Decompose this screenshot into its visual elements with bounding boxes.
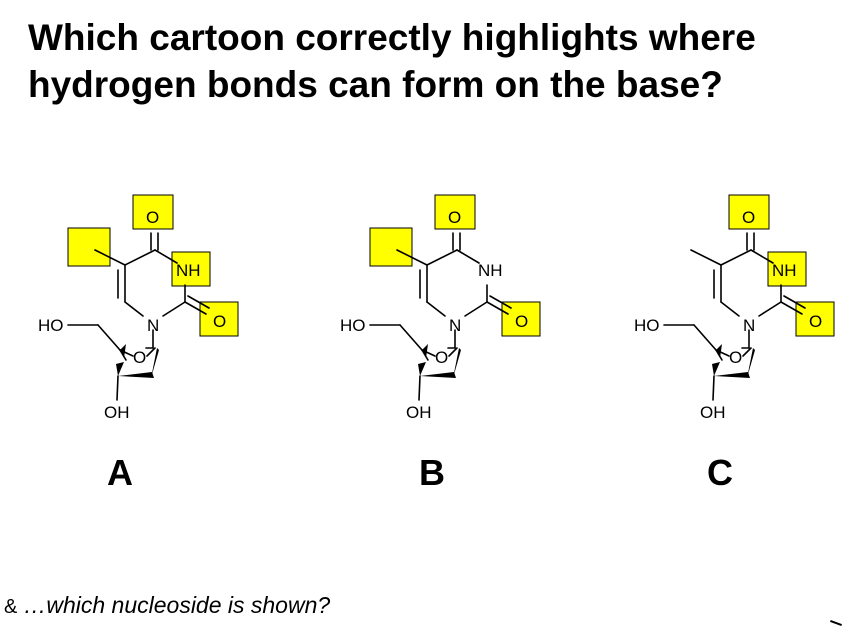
highlight-o-right xyxy=(795,301,835,337)
atom-o-right: O xyxy=(809,312,822,331)
skeleton-bonds xyxy=(67,232,210,401)
highlight-nh xyxy=(171,251,211,287)
atom-n: N xyxy=(743,316,755,335)
sugar-ring xyxy=(116,344,159,378)
skeleton-bonds xyxy=(369,232,512,401)
question-title: Which cartoon correctly highlights where… xyxy=(28,14,838,108)
molecule-option-b[interactable]: O NH N O O HO OH xyxy=(322,190,542,430)
atom-o-right: O xyxy=(515,312,528,331)
highlight-group xyxy=(67,194,239,337)
skeleton-bonds xyxy=(663,232,806,401)
atom-o-top: O xyxy=(146,208,159,227)
atom-nh: NH xyxy=(478,261,503,280)
molecule-option-a[interactable]: O NH N O O HO OH xyxy=(20,190,240,430)
atom-nh: NH xyxy=(176,261,201,280)
atom-oh: OH xyxy=(406,403,432,422)
atom-o-top: O xyxy=(448,208,461,227)
highlight-o-top xyxy=(132,194,174,230)
molecule-option-c[interactable]: O NH N O O HO OH xyxy=(616,190,836,430)
highlight-o-right xyxy=(501,301,541,337)
atom-n: N xyxy=(449,316,461,335)
atom-o-ring: O xyxy=(133,348,146,367)
atom-o-top: O xyxy=(742,208,755,227)
highlight-group xyxy=(728,194,835,337)
option-label-b[interactable]: B xyxy=(419,452,445,493)
atom-o-right: O xyxy=(213,312,226,331)
atom-ho: HO xyxy=(634,316,660,335)
atom-nh: NH xyxy=(772,261,797,280)
atom-ho: HO xyxy=(340,316,366,335)
highlight-o-top xyxy=(434,194,476,230)
atom-ho: HO xyxy=(38,316,64,335)
corner-mark xyxy=(830,620,842,626)
highlight-group xyxy=(369,194,541,337)
highlight-o-top xyxy=(728,194,770,230)
atom-o-ring: O xyxy=(729,348,742,367)
highlight-nh xyxy=(767,251,807,287)
question-line-1: Which cartoon correctly highlights where xyxy=(28,17,756,58)
atom-oh: OH xyxy=(700,403,726,422)
atom-o-ring: O xyxy=(435,348,448,367)
atom-oh: OH xyxy=(104,403,130,422)
option-label-a[interactable]: A xyxy=(107,452,133,493)
highlight-o-right xyxy=(199,301,239,337)
footer-prompt: &…which nucleoside is shown? xyxy=(4,592,330,619)
sugar-ring xyxy=(418,344,461,378)
highlight-methyl xyxy=(67,227,111,267)
sugar-ring xyxy=(712,344,755,378)
option-label-c[interactable]: C xyxy=(707,452,733,493)
atom-n: N xyxy=(147,316,159,335)
scissors-bullet-icon: & xyxy=(4,596,18,618)
question-line-2: hydrogen bonds can form on the base? xyxy=(28,64,723,105)
highlight-methyl xyxy=(369,227,413,267)
footer-text: …which nucleoside is shown? xyxy=(23,592,331,618)
